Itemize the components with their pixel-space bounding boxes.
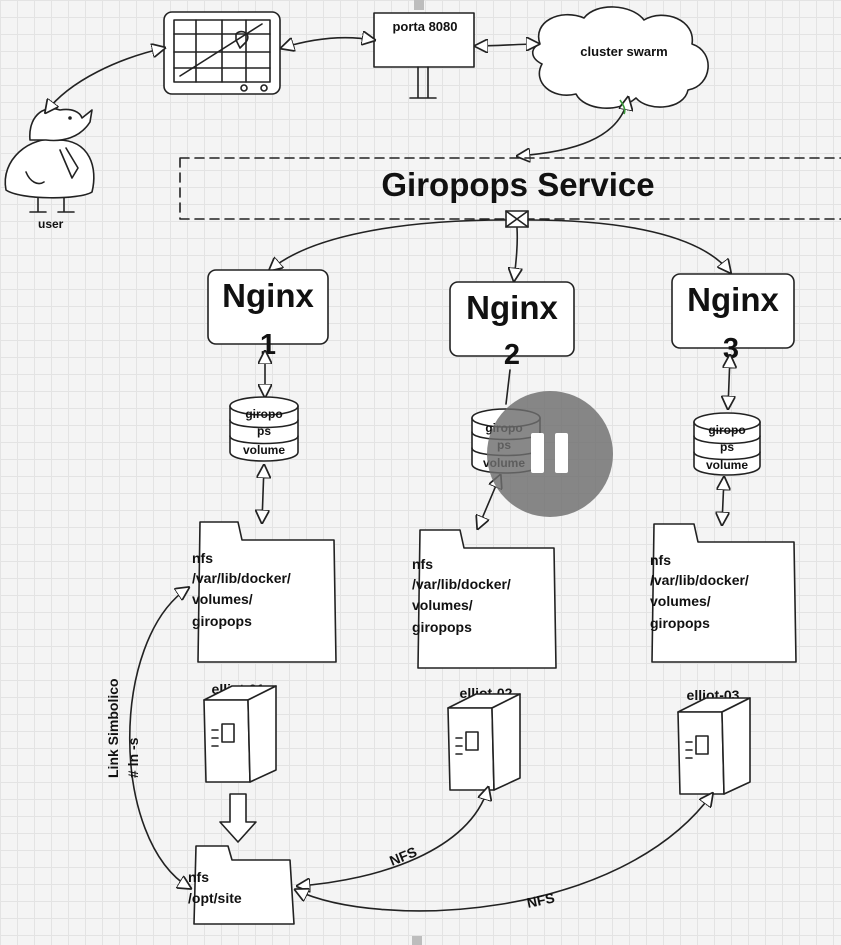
nginx-2-number: 2 bbox=[504, 339, 520, 371]
nginx-3-name: Nginx bbox=[687, 281, 779, 318]
map-screen-icon bbox=[163, 11, 281, 95]
server-icon bbox=[677, 697, 751, 795]
nginx-1-box bbox=[207, 269, 329, 345]
volume-3-line1: giropo bbox=[708, 423, 745, 437]
nginx-3-box bbox=[671, 273, 795, 349]
symlink-connector bbox=[128, 588, 190, 888]
nginx-1-name: Nginx bbox=[222, 277, 314, 314]
load-balancer-node bbox=[505, 210, 529, 228]
nginx3-volume-connector bbox=[728, 356, 730, 408]
service-title: Giropops Service bbox=[381, 166, 654, 203]
lb-nginx1-connector bbox=[270, 219, 507, 270]
folder-1-line3: volumes/ bbox=[192, 591, 253, 607]
folder-1-icon bbox=[197, 521, 337, 663]
lb-nginx2-connector bbox=[514, 227, 517, 280]
server-icon bbox=[203, 685, 277, 783]
user-map-connector bbox=[46, 48, 164, 112]
nfs-connector-2 bbox=[298, 788, 488, 886]
folder-1-line2: /var/lib/docker/ bbox=[192, 570, 291, 586]
nfs-connector-3 bbox=[296, 794, 712, 912]
nginx-1-number: 1 bbox=[260, 329, 276, 361]
user-figure-icon bbox=[4, 107, 95, 213]
folder-3-icon bbox=[651, 523, 797, 663]
volume-1-line3: volume bbox=[243, 443, 285, 457]
cluster-label: cluster swarm bbox=[580, 44, 667, 59]
folder-1-line1: nfs bbox=[192, 550, 213, 566]
volume-1-icon bbox=[229, 396, 299, 462]
volume1-folder-connector bbox=[262, 466, 264, 522]
cloud-service-connector bbox=[518, 98, 628, 156]
nginx2-volume-connector bbox=[505, 369, 511, 405]
shared-folder-line2: /opt/site bbox=[188, 890, 242, 906]
cloud-icon bbox=[531, 6, 709, 109]
lb-nginx3-connector bbox=[527, 219, 730, 272]
nginx-3-number: 3 bbox=[723, 333, 739, 365]
volume-3-icon bbox=[693, 412, 761, 476]
volume-1-line2: ps bbox=[257, 424, 271, 438]
folder-2-line4: giropops bbox=[412, 619, 472, 635]
down-arrow-icon bbox=[219, 793, 257, 843]
pause-icon bbox=[531, 433, 544, 473]
symlink-command: # ln -s bbox=[125, 737, 141, 778]
shared-folder-icon bbox=[193, 845, 295, 925]
port-label: porta 8080 bbox=[392, 19, 457, 34]
port-cloud-connector bbox=[476, 44, 538, 46]
folder-1-line4: giropops bbox=[192, 613, 252, 629]
nfs-label-1: NFS bbox=[387, 843, 419, 868]
volume-3-line3: volume bbox=[706, 458, 748, 472]
folder-2-line1: nfs bbox=[412, 556, 433, 572]
user-label: user bbox=[38, 217, 64, 231]
port-sign bbox=[373, 0, 475, 99]
page-handle bbox=[412, 936, 422, 945]
folder-3-line1: nfs bbox=[650, 552, 671, 568]
folder-3-line4: giropops bbox=[650, 615, 710, 631]
volume-3-line2: ps bbox=[720, 440, 734, 454]
nfs-label-2: NFS bbox=[525, 889, 556, 910]
volume3-folder-connector bbox=[722, 478, 724, 524]
folder-2-line2: /var/lib/docker/ bbox=[412, 576, 511, 592]
volume-1-line1: giropo bbox=[245, 407, 282, 421]
server-icon bbox=[447, 693, 521, 791]
map-port-connector bbox=[282, 38, 374, 48]
folder-2-line3: volumes/ bbox=[412, 597, 473, 613]
folder-3-line2: /var/lib/docker/ bbox=[650, 572, 749, 588]
pause-icon bbox=[555, 433, 568, 473]
folder-3-line3: volumes/ bbox=[650, 593, 711, 609]
folder-2-icon bbox=[417, 529, 557, 669]
symlink-label: Link Simbolico bbox=[105, 678, 121, 778]
nginx-2-box bbox=[449, 281, 575, 357]
nginx-2-name: Nginx bbox=[466, 289, 558, 326]
pause-button[interactable] bbox=[487, 391, 613, 517]
shared-folder-line1: nfs bbox=[188, 869, 209, 885]
